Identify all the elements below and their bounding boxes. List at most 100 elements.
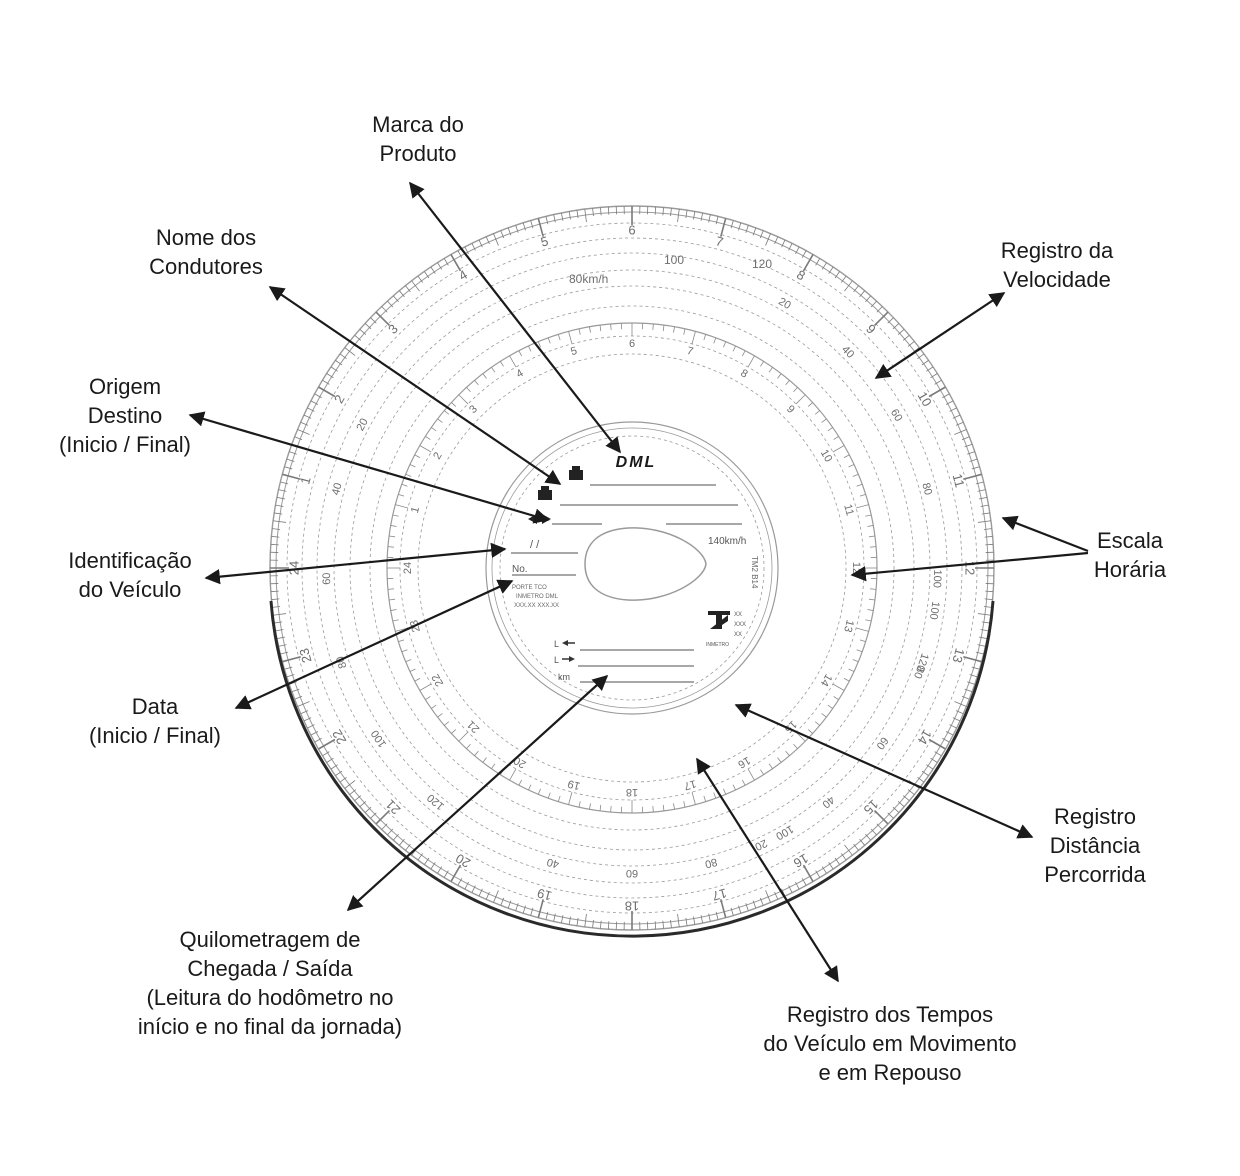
inner-tick: [458, 394, 469, 405]
hour-tick: [670, 208, 672, 217]
hour-number: 3: [385, 321, 401, 337]
inner-tick: [491, 763, 496, 769]
inner-tick: [691, 331, 696, 345]
inner-tick: [785, 750, 790, 756]
inner-tick: [599, 325, 602, 332]
inner-tick: [537, 788, 541, 795]
speed-number: 40: [330, 482, 345, 497]
inner-hour-number: 9: [784, 403, 797, 416]
center-hole: [584, 527, 707, 601]
inner-tick: [599, 804, 602, 811]
hour-tick: [969, 674, 978, 678]
hour-tick: [314, 737, 322, 743]
hour-tick: [964, 688, 973, 693]
hour-tick: [859, 290, 865, 298]
svg-text:INMETRO: INMETRO: [706, 642, 729, 648]
hour-number: 20: [453, 851, 473, 871]
hour-tick: [815, 258, 821, 266]
hour-tick: [272, 528, 281, 530]
inner-tick: [807, 402, 813, 407]
inner-tick: [777, 373, 782, 379]
inner-tick: [843, 454, 850, 458]
inner-tick: [856, 483, 863, 487]
inner-tick: [807, 729, 813, 734]
svg-text:L: L: [554, 639, 559, 649]
inner-tick: [414, 678, 421, 682]
inner-tick: [578, 328, 581, 335]
hour-tick: [677, 209, 680, 223]
hour-tick: [745, 225, 749, 233]
hour-tick: [592, 919, 594, 928]
speed-number: 120: [914, 652, 931, 673]
hour-tick: [693, 916, 696, 925]
hour-number: 7: [714, 233, 725, 249]
hour-tick: [752, 227, 757, 236]
hour-tick: [276, 636, 285, 640]
inner-tick: [610, 323, 612, 330]
svg-text:XX: XX: [734, 632, 742, 638]
hour-tick: [963, 656, 982, 663]
inner-tick: [390, 609, 397, 611]
brand-logo: DML: [616, 454, 657, 471]
speed-number: 100: [931, 569, 944, 588]
hour-tick: [344, 780, 356, 789]
hour-tick: [411, 280, 420, 292]
hour-tick: [685, 210, 688, 219]
inner-tick: [691, 791, 696, 805]
inner-tick: [662, 804, 665, 811]
inner-tick: [437, 418, 443, 423]
speed-number: 20: [776, 296, 793, 313]
hour-tick: [955, 421, 964, 426]
arrow-velocidade: [874, 292, 1006, 379]
speed-number: 40: [546, 855, 561, 870]
hour-tick: [942, 393, 950, 399]
hour-tick: [977, 644, 986, 647]
hour-tick: [553, 913, 556, 922]
hour-tick: [828, 266, 834, 274]
hour-tick: [876, 823, 883, 830]
inner-tick: [859, 493, 866, 497]
speed-number: 80: [911, 665, 926, 681]
inner-tick: [747, 768, 755, 781]
inner-tick: [827, 704, 833, 709]
hour-tick: [326, 757, 334, 763]
hour-tick: [801, 250, 807, 258]
hour-tick: [344, 347, 356, 356]
inner-tick: [848, 464, 855, 468]
hour-tick: [967, 451, 975, 455]
inner-tick: [390, 525, 397, 527]
inner-tick: [414, 454, 421, 458]
inner-tick: [856, 649, 863, 653]
inner-tick: [409, 464, 416, 468]
speed-label-120: 120: [752, 257, 772, 271]
inner-tick: [387, 546, 394, 548]
inner-tick: [610, 806, 612, 813]
hour-tick: [607, 921, 610, 930]
speed-max-label: 140km/h: [708, 536, 746, 547]
hour-tick: [275, 629, 284, 632]
hour-tick: [592, 208, 594, 217]
hour-tick: [964, 443, 973, 448]
speed-number: 80: [919, 482, 934, 497]
inner-tick: [793, 743, 798, 749]
inner-tick: [855, 627, 869, 632]
hour-number: 14: [915, 727, 935, 747]
inner-tick: [578, 801, 581, 808]
hour-tick: [853, 285, 859, 293]
hour-number: 17: [711, 885, 729, 903]
inner-tick: [395, 504, 409, 509]
inner-tick: [398, 639, 405, 643]
hour-tick: [381, 306, 388, 313]
inner-tick: [419, 683, 432, 691]
hour-tick: [270, 543, 279, 546]
inner-tick: [405, 659, 412, 663]
hour-tick: [553, 214, 556, 223]
fine-print-3: XXX.XX XXX.XX: [514, 603, 559, 609]
callout-arrows: [188, 181, 1089, 983]
hour-tick: [274, 512, 283, 515]
hour-tick: [576, 917, 579, 926]
hour-tick: [271, 598, 280, 600]
inner-tick: [557, 795, 561, 802]
inner-tick: [528, 784, 532, 791]
